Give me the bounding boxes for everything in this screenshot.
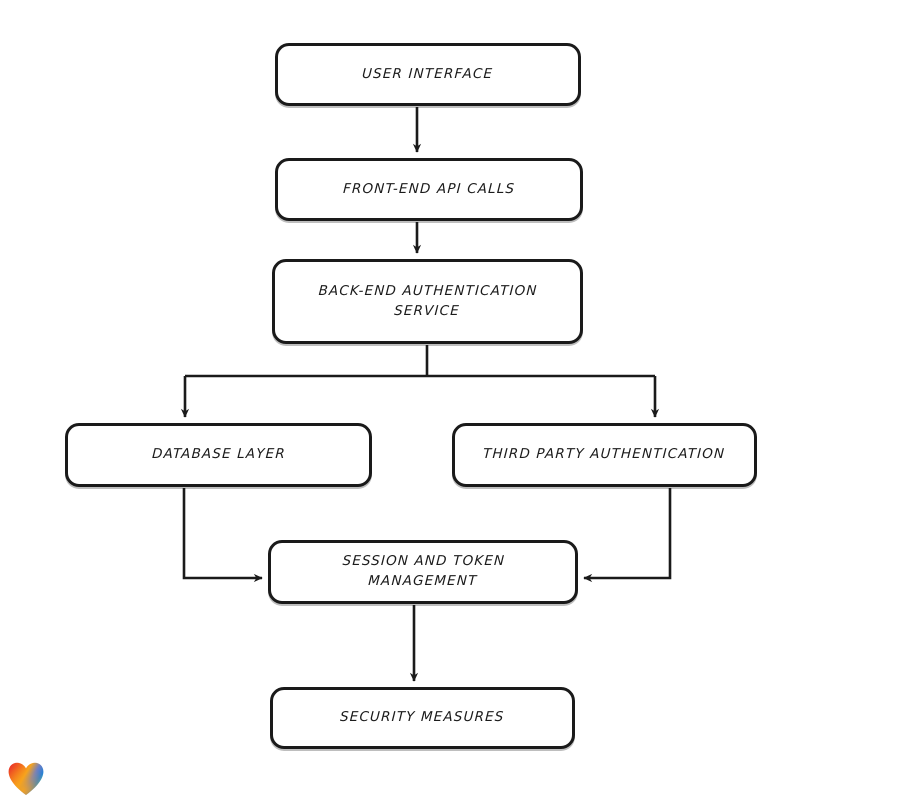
node-security-measures[interactable]: Security Measures: [270, 687, 575, 749]
node-frontend-api-calls[interactable]: Front-End API Calls: [275, 158, 583, 221]
node-label: Security Measures: [339, 709, 506, 726]
node-label-line2: Service: [393, 302, 461, 319]
node-label-line2: Management: [367, 573, 478, 589]
node-label: Session and Token Management: [331, 552, 516, 591]
node-label: Back-End Authentication Service: [307, 282, 548, 321]
node-label-line1: Back-End Authentication: [318, 282, 539, 299]
node-database-layer[interactable]: Database Layer: [65, 423, 372, 487]
edge-database-to-session: [182, 488, 263, 583]
node-label: Front-End API Calls: [342, 180, 516, 197]
node-label: Database Layer: [151, 446, 286, 463]
node-user-interface[interactable]: User Interface: [275, 43, 581, 106]
edge-thirdparty-to-session: [583, 488, 672, 583]
node-session-token-management[interactable]: Session and Token Management: [268, 540, 578, 604]
node-label: User Interface: [362, 65, 495, 82]
node-label: Third Party Authentication: [483, 446, 727, 463]
node-third-party-auth[interactable]: Third Party Authentication: [452, 423, 757, 487]
heart-icon: [8, 762, 44, 795]
node-backend-auth-service[interactable]: Back-End Authentication Service: [272, 259, 583, 344]
node-label-line1: Session and Token: [341, 553, 506, 570]
